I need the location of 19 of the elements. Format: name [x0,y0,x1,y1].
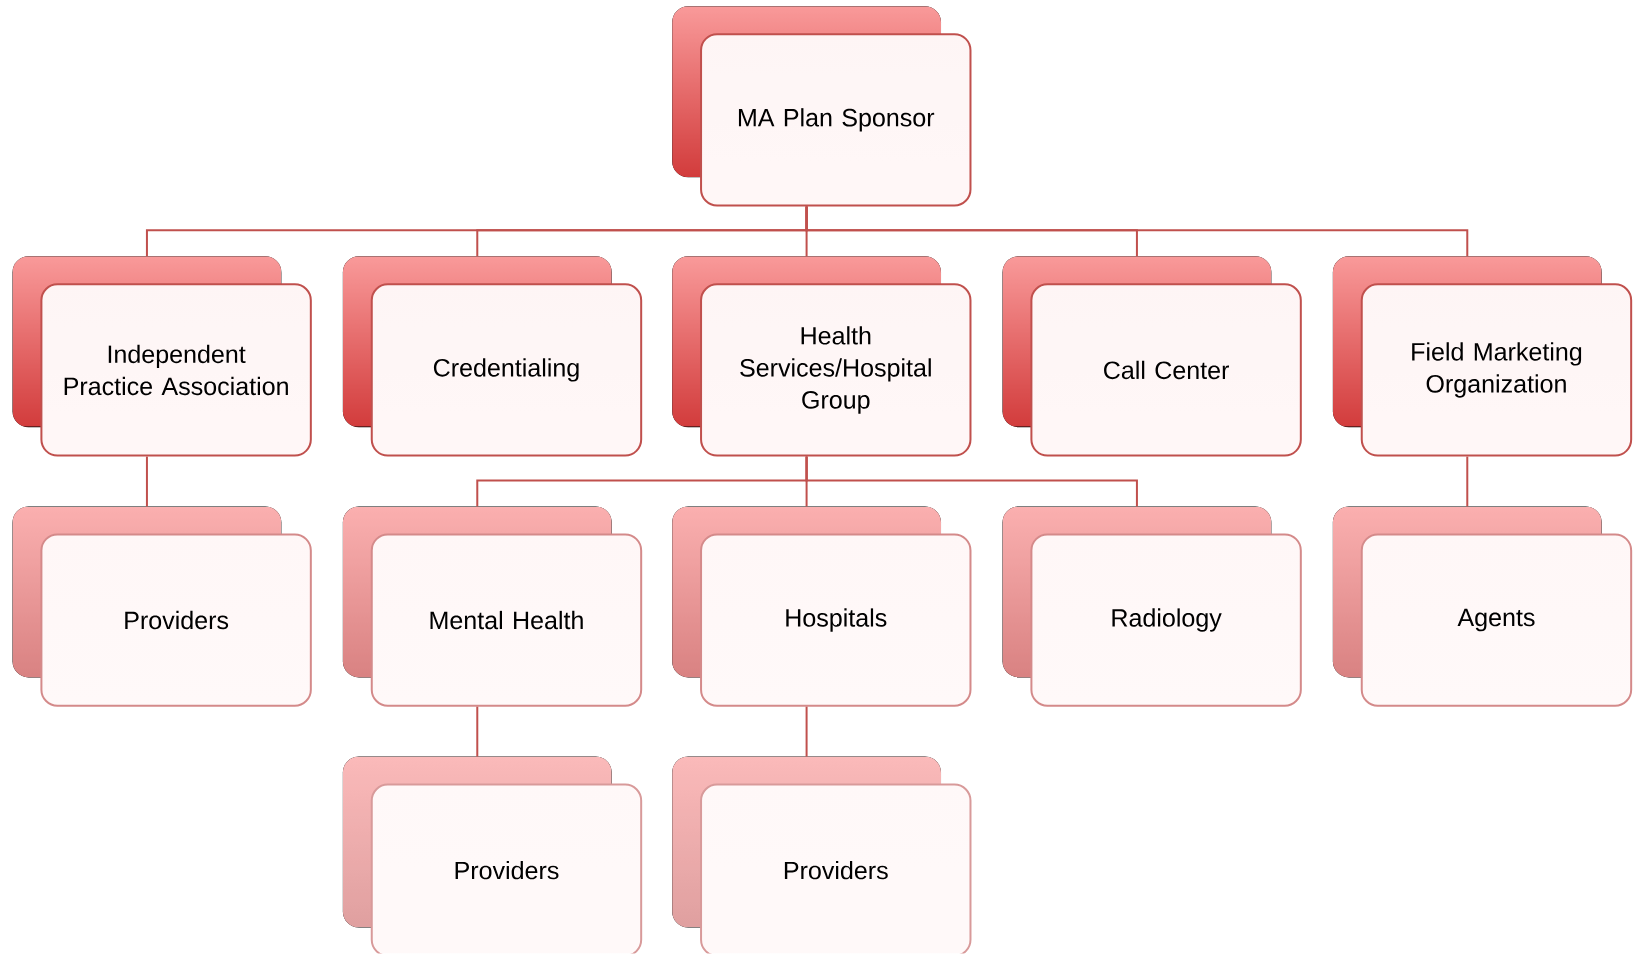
org-box: Providers [12,506,312,707]
org-box: Field Marketing Organization [1332,256,1633,457]
org-box: Health Services/Hospital Group [672,256,972,457]
org-box: Credentialing [342,256,643,457]
org-box: MA Plan Sponsor [672,6,972,207]
org-box: Providers [672,756,972,954]
connector-line [476,705,479,758]
org-box: Providers [342,756,643,954]
org-box: Agents [1332,506,1633,707]
org-box: Independent Practice Association [12,256,312,457]
org-box: Radiology [1002,506,1302,707]
org-box: Mental Health [342,506,643,707]
connector-line [805,705,808,758]
connector-line [1466,455,1469,508]
connector-line [805,205,1469,258]
connector-line [805,455,1138,508]
org-box: Hospitals [672,506,972,707]
connector-line [145,455,148,508]
org-box: Call Center [1002,256,1302,457]
